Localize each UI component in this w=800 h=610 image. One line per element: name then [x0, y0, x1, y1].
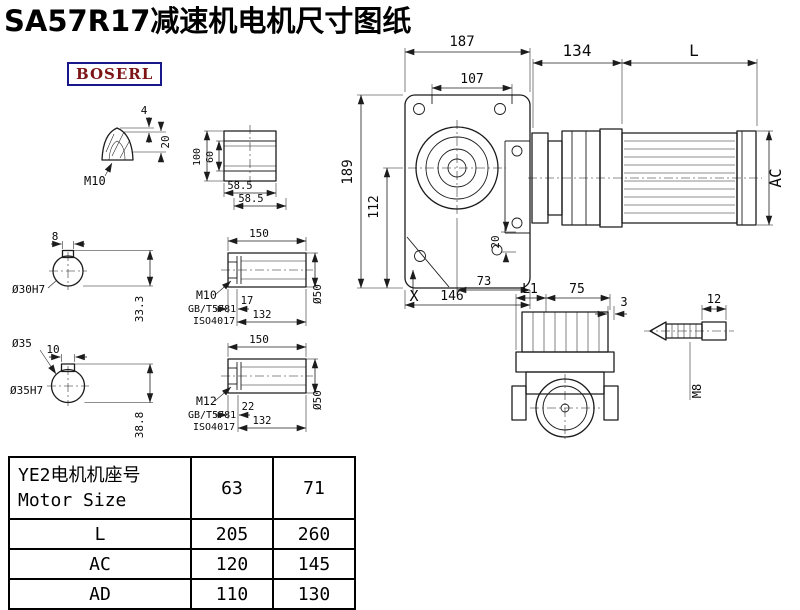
output-flange-view: L1 75 3: [511, 282, 628, 442]
header-en: Motor Size: [18, 490, 127, 511]
motor-dim-134: 134: [563, 41, 592, 60]
flange-dim-3: 3: [620, 295, 627, 309]
plug-dim-4: 4: [141, 104, 148, 117]
shaft-b-std-gb: GB/T5781: [188, 410, 236, 421]
shaft-a-std-iso: ISO4017: [193, 316, 235, 327]
value-ad-71: 130: [272, 578, 356, 610]
header-cell: YE2电机机座号 Motor Size: [8, 456, 192, 520]
shaft-b-std-iso: ISO4017: [193, 422, 235, 433]
front-dim-107: 107: [460, 72, 483, 87]
shaft-a-dim-132: 132: [253, 309, 272, 321]
row-label-ac: AC: [8, 548, 192, 580]
front-dim-189: 189: [340, 159, 356, 184]
front-dim-187: 187: [449, 34, 474, 50]
table-row-ac: AC 120 145: [8, 548, 356, 580]
bore30-dim-333: 33.3: [133, 296, 146, 323]
bore30-detail: 8 Ø30H7 33.3: [12, 230, 154, 323]
page-title: SA57R17减速机电机尺寸图纸: [4, 4, 412, 38]
shaft-b-dim-150: 150: [249, 333, 269, 346]
table-row-l: L 205 260: [8, 518, 356, 550]
bore30-label: Ø30H7: [12, 283, 45, 296]
bore35-detail: 10 Ø35 Ø35H7 38.8: [10, 337, 154, 439]
mount-dim-585-a: 58.5: [227, 180, 252, 192]
flange-dim-l1: L1: [522, 282, 538, 297]
front-dim-73: 73: [477, 274, 491, 288]
motor-dim-l: L: [689, 41, 699, 60]
shaft-b-thread-label: M12: [196, 394, 217, 408]
value-ac-71: 145: [272, 548, 356, 580]
front-dim-112: 112: [367, 195, 382, 218]
bolt-dim-12: 12: [707, 292, 721, 306]
boserl-logo-text: BOSERL: [76, 65, 154, 83]
plug-detail: 4 20 M10: [84, 104, 172, 188]
motor-dim-ac: AC: [766, 168, 785, 187]
shaft-b-dim-22: 22: [242, 401, 255, 413]
shaft-a-std-gb: GB/T5781: [188, 304, 236, 315]
bore35-od-label: Ø35: [12, 337, 32, 350]
shaft-a-dim-150: 150: [249, 227, 269, 240]
bolt-detail: 12 M8: [644, 292, 734, 400]
size-col-63: 63: [190, 456, 274, 520]
plug-thread-m10-label: M10: [84, 174, 106, 188]
mount-dim-60: 60: [205, 151, 216, 163]
table-row-ad: AD 110 130: [8, 578, 356, 610]
mount-dim-585-b: 58.5: [238, 193, 263, 205]
shaft-a-dim-17: 17: [241, 295, 254, 307]
gearbox-front-view: 187 107 189 112 146 73 20 X: [340, 34, 531, 309]
bolt-thread-m8-label: M8: [690, 384, 704, 398]
shaft-b-detail: 150 Ø50 M12 GB/T5781 ISO4017 22 132: [188, 333, 324, 433]
bore30-dim-8: 8: [52, 230, 59, 243]
value-l-71: 260: [272, 518, 356, 550]
flange-dim-75: 75: [569, 282, 585, 297]
shaft-b-dia-50: Ø50: [311, 390, 324, 410]
row-label-l: L: [8, 518, 192, 550]
shaft-a-thread-label: M10: [196, 288, 217, 302]
value-ad-63: 110: [190, 578, 274, 610]
value-ac-63: 120: [190, 548, 274, 580]
front-dim-146: 146: [440, 289, 463, 304]
size-col-71: 71: [272, 456, 356, 520]
motor-size-table: YE2电机机座号 Motor Size 63 71 L 205 260 AC 1…: [8, 456, 356, 610]
bore35-dim-10: 10: [46, 343, 59, 356]
front-dim-20: 20: [489, 235, 502, 248]
bore35-dim-388: 38.8: [133, 412, 146, 439]
header-cn: YE2电机机座号: [18, 465, 141, 486]
shaft-a-detail: 150 Ø50 M10 GB/T5781 ISO4017 17 132: [188, 227, 324, 327]
table-header-row: YE2电机机座号 Motor Size 63 71: [8, 456, 356, 520]
mount-flange-detail: 100 60 58.5 58.5: [192, 125, 287, 210]
plug-dim-20: 20: [159, 135, 172, 148]
shaft-a-dia-50: Ø50: [311, 284, 324, 304]
row-label-ad: AD: [8, 578, 192, 610]
mount-dim-100: 100: [192, 148, 203, 166]
shaft-b-dim-132: 132: [253, 415, 272, 427]
view-x-label: X: [409, 287, 418, 305]
boserl-logo: BOSERL: [67, 62, 163, 86]
value-l-63: 205: [190, 518, 274, 550]
bore35-label: Ø35H7: [10, 384, 43, 397]
motor-side-view: 134 L AC: [528, 41, 785, 228]
